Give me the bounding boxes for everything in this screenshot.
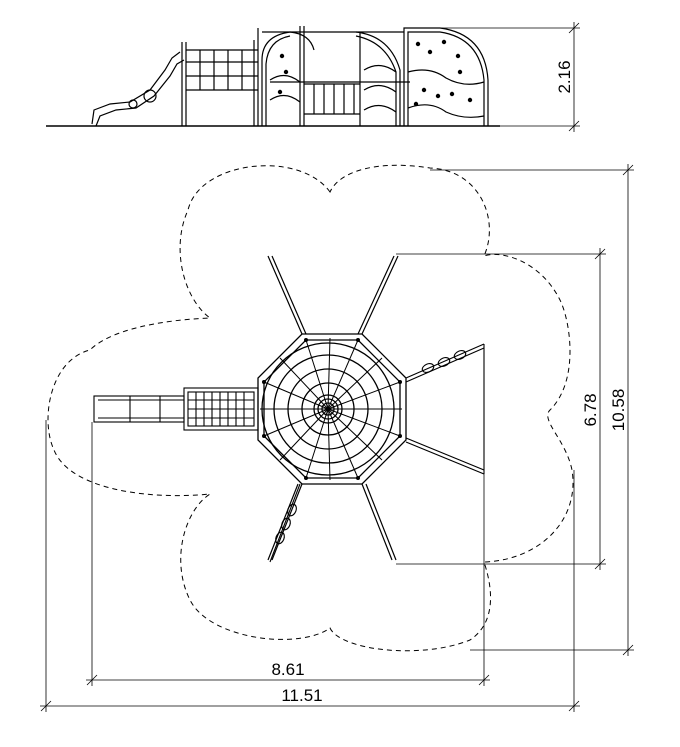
safety-zone-outline bbox=[47, 164, 574, 652]
height-dimension-label: 2.16 bbox=[555, 60, 574, 93]
outer-width-dimension-label: 11.51 bbox=[281, 686, 322, 705]
ladder-bridge-elevation bbox=[181, 28, 259, 126]
side-elevation-view bbox=[46, 22, 580, 132]
inner-width-dimension-label: 8.61 bbox=[271, 660, 304, 679]
tower-arches-elevation bbox=[261, 26, 410, 126]
outer-depth-dimension-label: 10.58 bbox=[609, 389, 628, 432]
slide-elevation bbox=[91, 51, 185, 127]
inner-depth-dimension-label: 6.78 bbox=[581, 393, 600, 426]
height-dimension bbox=[404, 22, 580, 132]
lower-rope-ladder-plan bbox=[269, 483, 301, 563]
plan-dimension-lines bbox=[40, 164, 634, 712]
octagon-tower-plan bbox=[257, 333, 407, 485]
rope-ladders-plan bbox=[405, 343, 485, 475]
bridge-plan bbox=[183, 387, 259, 431]
slide-plan bbox=[93, 395, 185, 423]
